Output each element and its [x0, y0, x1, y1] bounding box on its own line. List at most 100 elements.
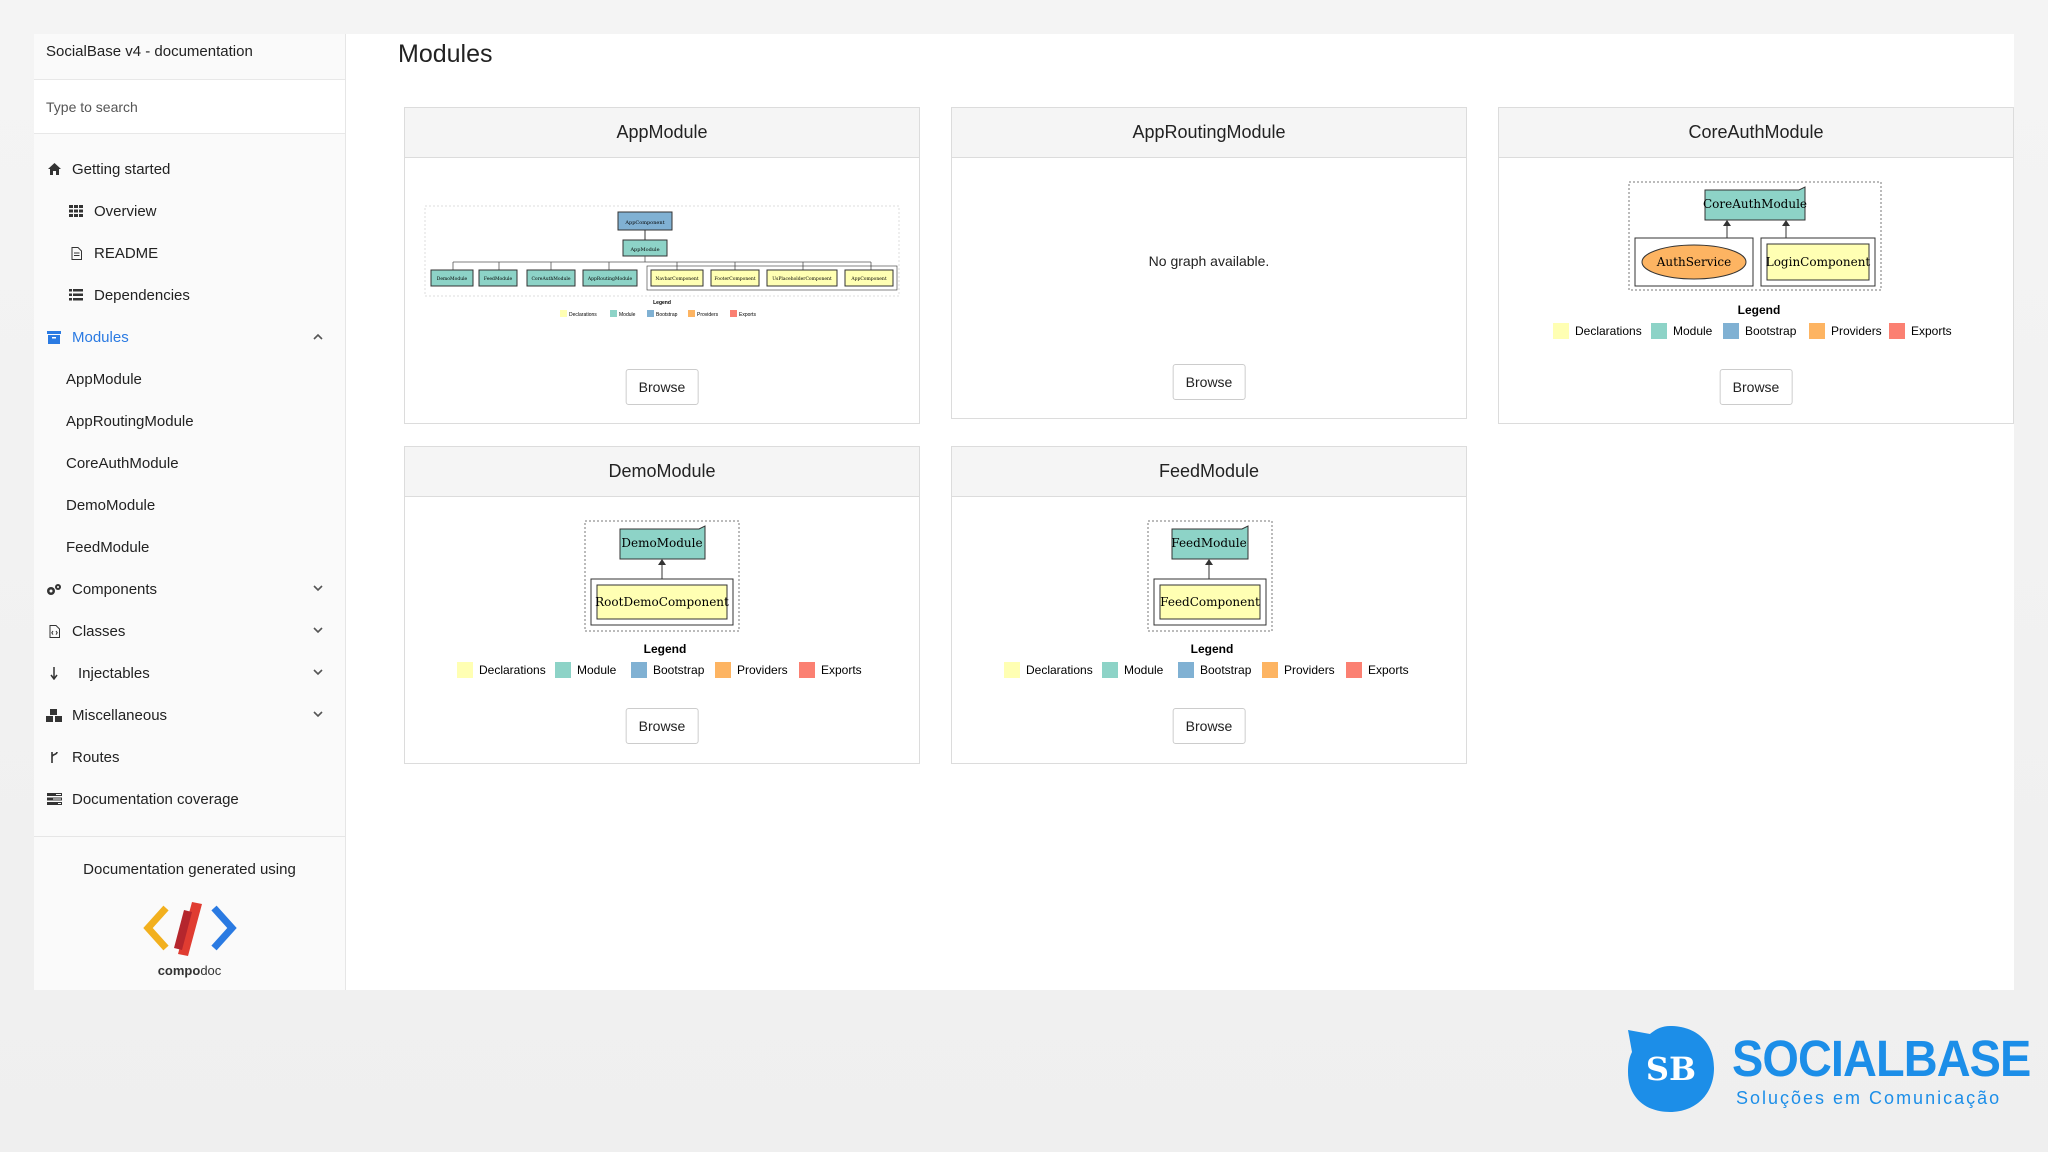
app-window: SocialBase v4 - documentation Getting st…: [34, 34, 2014, 990]
svg-text:Bootstrap: Bootstrap: [653, 663, 705, 677]
module-graph: DemoModule RootDemoComponent Legend Decl…: [457, 520, 862, 678]
svg-text:Module: Module: [577, 663, 617, 677]
sidebar-footer: Documentation generated using compodoc: [34, 836, 345, 978]
svg-text:AppRoutingModule: AppRoutingModule: [587, 276, 633, 282]
chevron-down-icon: [313, 667, 323, 679]
sidebar-item-approutingmodule[interactable]: AppRoutingModule: [34, 400, 345, 442]
svg-text:Module: Module: [1673, 324, 1713, 338]
sidebar-item-routes[interactable]: Routes: [34, 736, 345, 778]
graph-node: RootDemoComponent: [595, 584, 729, 620]
svg-text:Providers: Providers: [1831, 324, 1882, 338]
list-icon: [68, 287, 84, 303]
graph-node: AppRoutingModule: [582, 269, 638, 287]
sidebar-menu: Getting started Overview README Dependen…: [34, 134, 345, 820]
home-icon: [46, 161, 62, 177]
graph-node: CoreAuthModule: [1703, 186, 1807, 221]
sidebar-item-label: Routes: [72, 748, 120, 766]
svg-text:DemoModule: DemoModule: [621, 536, 702, 550]
svg-text:AppComponent: AppComponent: [624, 220, 664, 226]
graph-node: AppComponent: [617, 211, 673, 231]
sidebar-item-dependencies[interactable]: Dependencies: [34, 274, 345, 316]
sidebar-item-getting-started[interactable]: Getting started: [34, 148, 345, 190]
compodoc-logo[interactable]: compodoc: [140, 900, 240, 978]
svg-text:Module: Module: [619, 312, 636, 318]
sidebar-item-label: Injectables: [78, 664, 150, 682]
chevron-down-icon: [313, 709, 323, 721]
graph-node: AuthService: [1641, 244, 1747, 280]
svg-text:FeedModule: FeedModule: [484, 276, 513, 282]
svg-text:FeedComponent: FeedComponent: [1160, 595, 1260, 609]
sidebar-item-label: DemoModule: [66, 496, 156, 514]
sidebar-item-components[interactable]: Components: [34, 568, 345, 610]
module-graph: AppComponent AppModule DemoModule FeedMo…: [424, 205, 900, 318]
sidebar-item-label: Miscellaneous: [72, 706, 168, 724]
sidebar-item-demomodule[interactable]: DemoModule: [34, 484, 345, 526]
sidebar-item-feedmodule[interactable]: FeedModule: [34, 526, 345, 568]
search-input[interactable]: [46, 98, 333, 115]
legend-title: Legend: [1738, 303, 1781, 317]
socialbase-logo: SB SOCIALBASE Soluções em Comunicação: [1626, 1024, 2031, 1114]
sidebar-item-coreauthmodule[interactable]: CoreAuthModule: [34, 442, 345, 484]
svg-text:Bootstrap: Bootstrap: [1745, 324, 1797, 338]
archive-icon: [46, 329, 62, 345]
svg-text:AppModule: AppModule: [629, 247, 659, 253]
sidebar-item-documentation-coverage[interactable]: Documentation coverage: [34, 778, 345, 820]
cogs-icon: [46, 581, 62, 597]
browse-button[interactable]: Browse: [625, 708, 699, 744]
sidebar-item-label: Classes: [72, 622, 126, 640]
sidebar-item-injectables[interactable]: Injectables: [34, 652, 345, 694]
card-title: AppRoutingModule: [952, 108, 1466, 158]
browse-button[interactable]: Browse: [1172, 364, 1246, 400]
svg-text:Bootstrap: Bootstrap: [1200, 663, 1252, 677]
file-code-icon: [46, 623, 62, 639]
graph-legend: Declarations Module Bootstrap Providers …: [560, 310, 756, 318]
sidebar-item-label: Documentation coverage: [72, 790, 239, 808]
card-title: DemoModule: [405, 447, 919, 497]
svg-text:NavbarComponent: NavbarComponent: [655, 276, 698, 282]
sidebar-item-readme[interactable]: README: [34, 232, 345, 274]
svg-text:UsPlaceholderComponent: UsPlaceholderComponent: [772, 276, 832, 282]
sidebar-item-label: Getting started: [72, 160, 171, 178]
chevron-down-icon: [313, 625, 323, 637]
browse-button[interactable]: Browse: [1172, 708, 1246, 744]
no-graph-text: No graph available.: [1148, 253, 1270, 269]
svg-text:Providers: Providers: [737, 663, 788, 677]
card-title: CoreAuthModule: [1499, 108, 2013, 158]
code-fork-icon: [46, 749, 62, 765]
cubes-icon: [46, 707, 62, 723]
svg-text:Exports: Exports: [739, 312, 756, 318]
graph-node: FeedModule: [1171, 525, 1249, 560]
svg-text:Declarations: Declarations: [569, 312, 597, 318]
sidebar-item-label: Modules: [72, 328, 129, 346]
graph-node: AppComponent: [844, 269, 894, 287]
main-content: Modules AppModule AppComponent AppModule: [346, 34, 2014, 990]
tasks-icon: [46, 791, 62, 807]
browse-button[interactable]: Browse: [625, 369, 699, 405]
socialbase-badge-icon: SB: [1628, 1026, 1714, 1112]
search-box[interactable]: [34, 80, 345, 134]
legend-title: Legend: [653, 300, 671, 306]
sidebar-item-label: AppRoutingModule: [66, 412, 194, 430]
svg-text:AuthService: AuthService: [1656, 255, 1731, 269]
sidebar-item-miscellaneous[interactable]: Miscellaneous: [34, 694, 345, 736]
sidebar-item-appmodule[interactable]: AppModule: [34, 358, 345, 400]
svg-text:AppComponent: AppComponent: [850, 276, 886, 282]
sidebar: SocialBase v4 - documentation Getting st…: [34, 34, 346, 990]
legend-title: Legend: [644, 642, 687, 656]
graph-node: CoreAuthModule: [526, 269, 576, 287]
legend-title: Legend: [1191, 642, 1234, 656]
sidebar-item-modules[interactable]: Modules: [34, 316, 345, 358]
graph-legend: Declarations Module Bootstrap Providers …: [457, 662, 862, 678]
compodoc-logo-icon: [142, 902, 237, 956]
socialbase-wordmark: SOCIALBASE: [1732, 1030, 2031, 1087]
graph-node: DemoModule: [430, 269, 474, 287]
sidebar-title[interactable]: SocialBase v4 - documentation: [34, 34, 345, 80]
sidebar-item-classes[interactable]: Classes: [34, 610, 345, 652]
module-graph: FeedModule FeedComponent Legend Declarat…: [1004, 520, 1409, 678]
page-title: Modules: [398, 40, 493, 68]
browse-button[interactable]: Browse: [1719, 369, 1793, 405]
sidebar-item-overview[interactable]: Overview: [34, 190, 345, 232]
sidebar-item-label: Overview: [94, 202, 157, 220]
graph-legend: Declarations Module Bootstrap Providers …: [1553, 323, 1952, 339]
arrow-down-icon: [46, 665, 62, 681]
